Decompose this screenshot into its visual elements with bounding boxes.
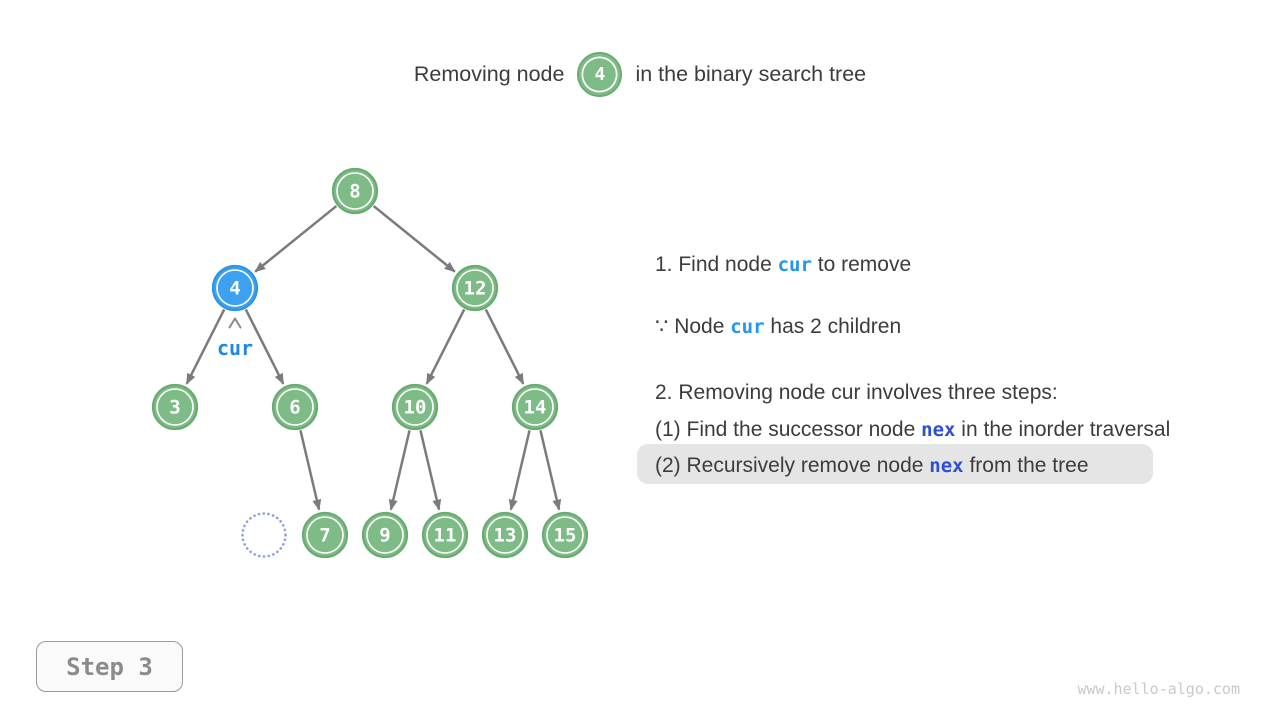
- inline-code: cur: [730, 316, 765, 338]
- tree-node-6: 6: [271, 383, 319, 431]
- step-badge: Step 3: [36, 641, 183, 692]
- tree-edge: [244, 308, 285, 385]
- tree-edge: [425, 308, 466, 385]
- note-line: 1. Find node cur to remove: [655, 253, 912, 276]
- note-line: (1) Find the successor node nex in the i…: [655, 418, 1171, 441]
- tree-node-value: 8: [349, 181, 360, 203]
- tree-node-ghost: [241, 512, 287, 558]
- note-highlight-box: [637, 444, 1153, 484]
- tree-node-8: 8: [331, 167, 379, 215]
- tree-node-10: 10: [391, 383, 439, 431]
- figure-title: Removing node 4 in the binary search tre…: [0, 50, 1280, 98]
- tree-node-15: 15: [541, 511, 589, 559]
- step-label: Step 3: [66, 652, 153, 681]
- tree-edge: [372, 205, 456, 273]
- tree-edge: [299, 430, 322, 511]
- inline-code: cur: [777, 254, 812, 276]
- tree-node-7: 7: [301, 511, 349, 559]
- tree-node-11: 11: [421, 511, 469, 559]
- tree-node-value: 10: [404, 397, 427, 419]
- title-suffix: in the binary search tree: [635, 61, 867, 86]
- tree-node-value: 12: [464, 278, 487, 300]
- title-node-value: 4: [594, 63, 606, 85]
- note-line: (2) Recursively remove node nex from the…: [655, 454, 1089, 477]
- tree-edge: [185, 308, 226, 385]
- inline-code: nex: [921, 419, 956, 441]
- pointer-caret-icon: [228, 317, 242, 329]
- note-line: 2. Removing node cur involves three step…: [655, 381, 1058, 404]
- tree-node-value: 7: [319, 525, 330, 547]
- title-node-circle: 4: [577, 51, 623, 97]
- tree-node-12: 12: [451, 264, 499, 312]
- note-line: ∵ Node cur has 2 children: [655, 315, 902, 338]
- tree-node-9: 9: [361, 511, 409, 559]
- tree-edge: [484, 308, 525, 385]
- tree-edge: [539, 430, 562, 511]
- tree-node-value: 6: [289, 397, 300, 419]
- watermark: www.hello-algo.com: [1077, 680, 1240, 698]
- pointer-label: cur: [217, 336, 253, 360]
- tree-edge: [254, 205, 338, 273]
- tree-node-value: 15: [554, 525, 577, 547]
- title-prefix: Removing node: [413, 61, 565, 86]
- tree-node-4: 4: [211, 264, 259, 312]
- tree-node-3: 3: [151, 383, 199, 431]
- inline-code: nex: [929, 455, 964, 477]
- tree-node-value: 3: [169, 397, 180, 419]
- tree-node-value: 14: [524, 397, 547, 419]
- tree-edge: [388, 430, 411, 511]
- tree-node-value: 13: [494, 525, 517, 547]
- tree-node-value: 11: [434, 525, 457, 547]
- tree-edge: [508, 430, 531, 511]
- tree-node-value: 9: [379, 525, 390, 547]
- tree-node-13: 13: [481, 511, 529, 559]
- tree-edge: [419, 430, 442, 511]
- tree-node-14: 14: [511, 383, 559, 431]
- tree-node-value: 4: [229, 278, 240, 300]
